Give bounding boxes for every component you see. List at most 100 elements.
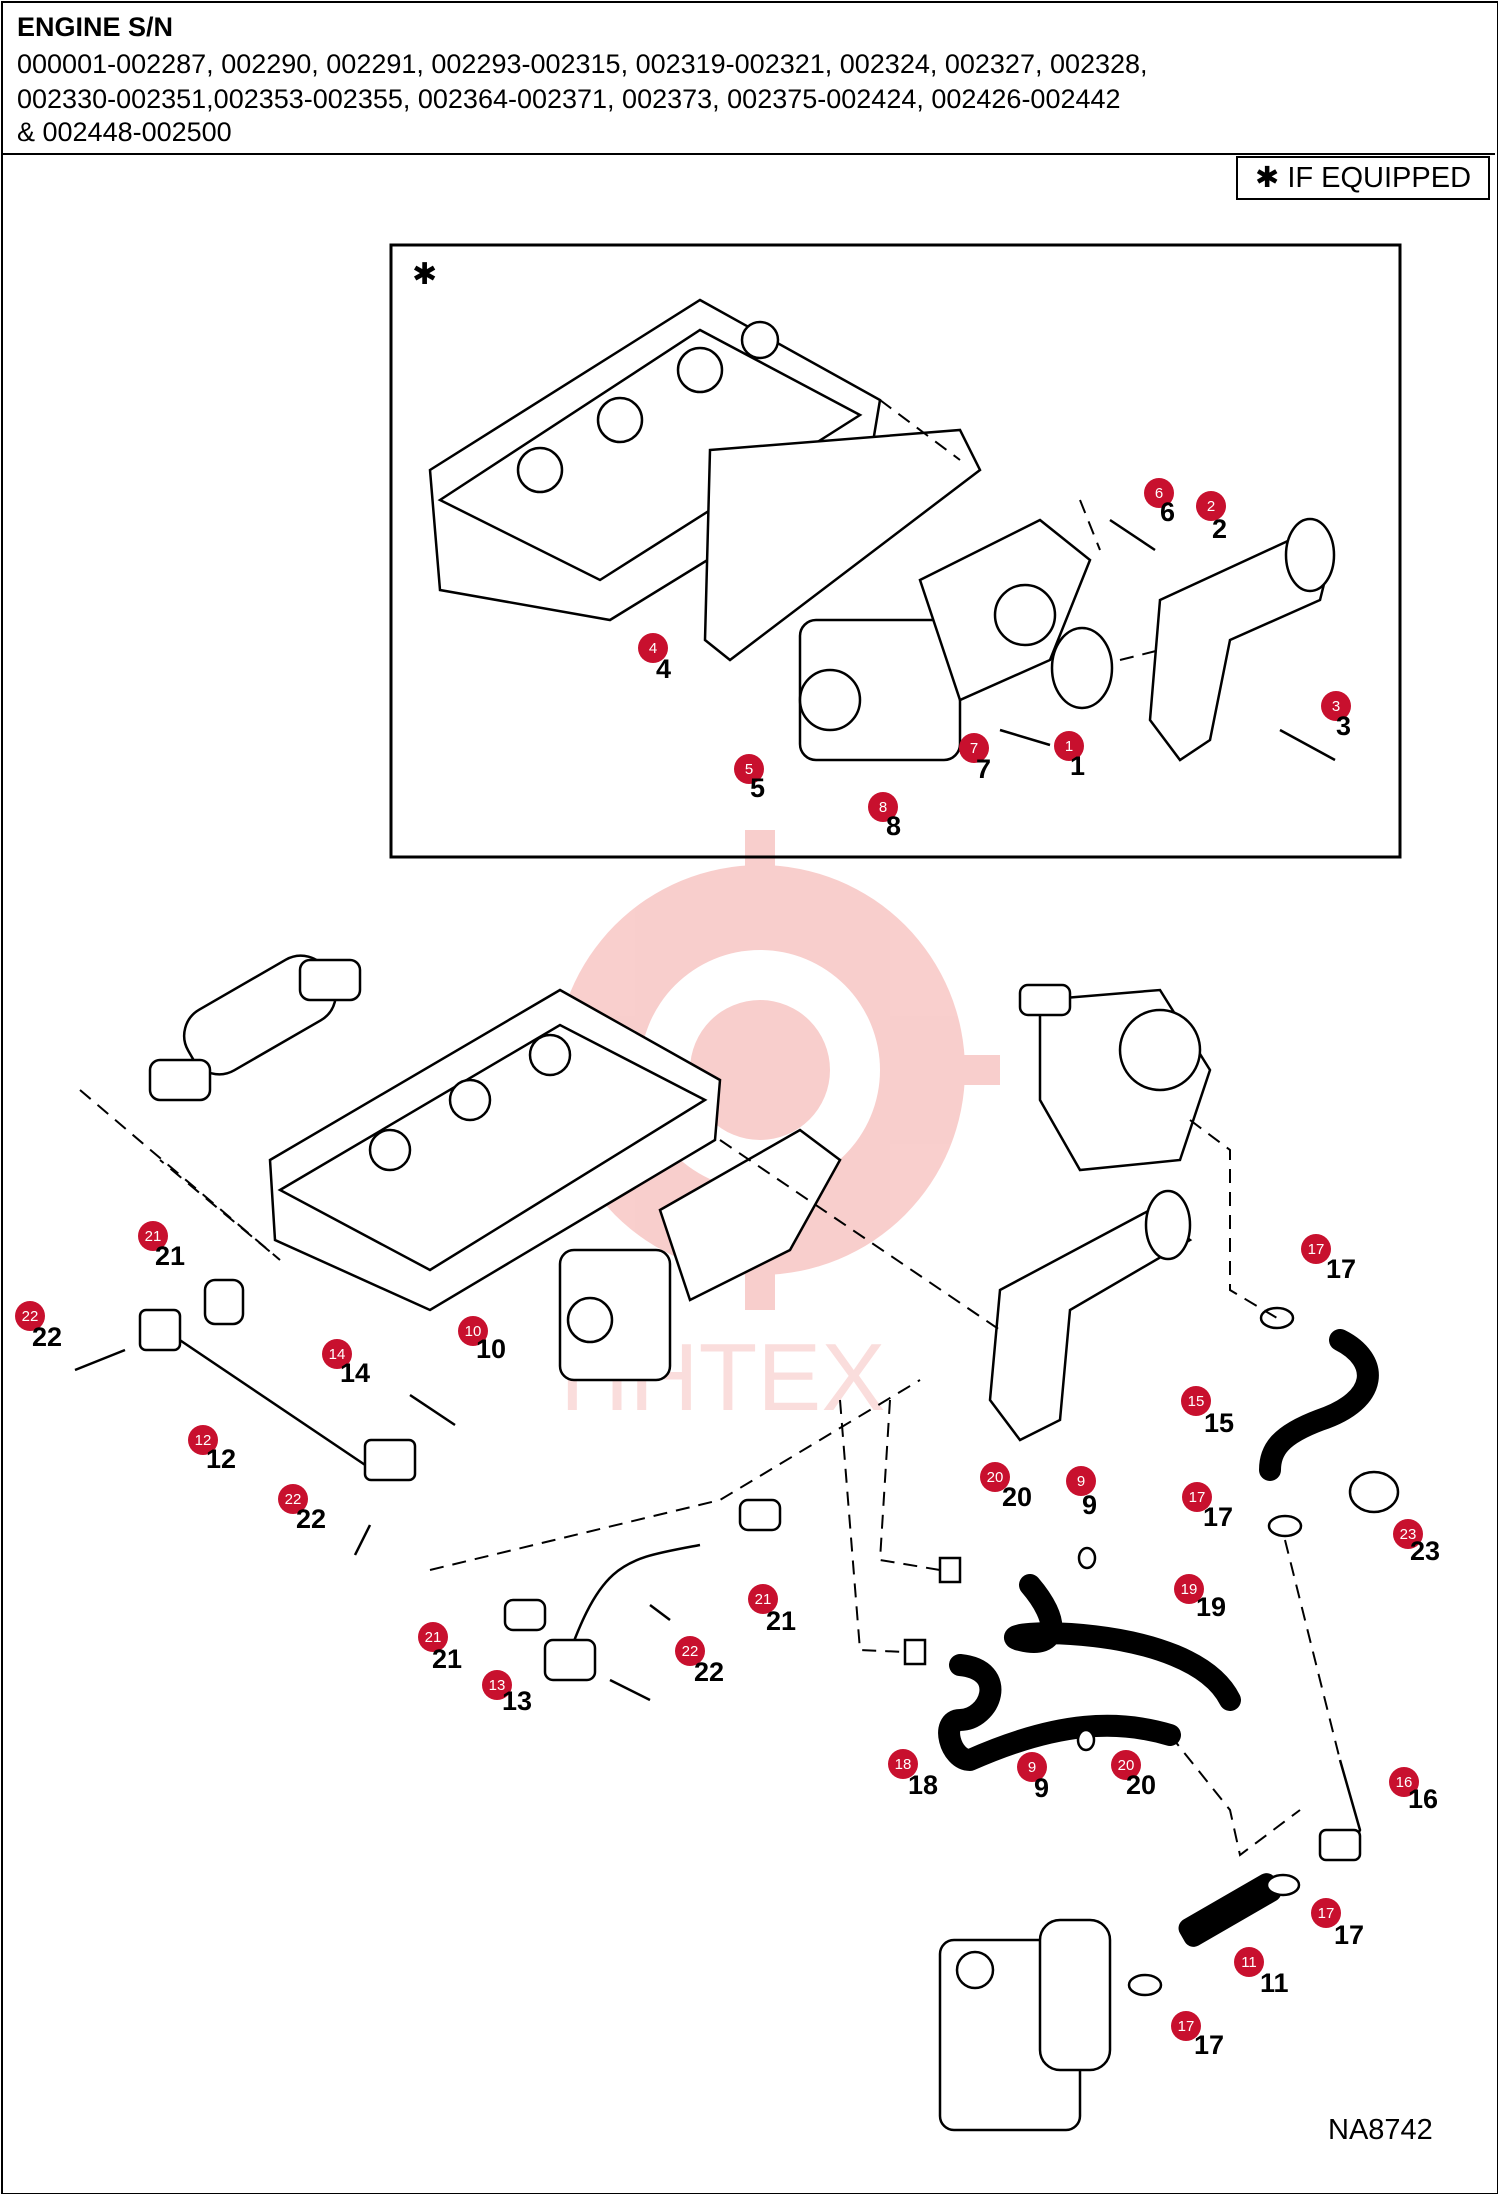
callout-badge-17c-text: 17 bbox=[1318, 1905, 1335, 1922]
callout-badge-2: 2 bbox=[1196, 491, 1226, 521]
callout-badge-4-text: 4 bbox=[649, 640, 657, 657]
callout-label-17a: 17 bbox=[1326, 1254, 1356, 1284]
callout-badge-5-text: 5 bbox=[745, 761, 753, 778]
callout-badge-8: 8 bbox=[868, 792, 898, 822]
inset-asterisk: ✱ bbox=[412, 257, 437, 292]
callout-badge-18-text: 18 bbox=[895, 1756, 912, 1773]
callout-badge-9b-text: 9 bbox=[1028, 1759, 1036, 1776]
callout-label-15: 15 bbox=[1204, 1408, 1234, 1438]
leader-manifold bbox=[719, 1139, 1001, 1331]
callout-label-13: 13 bbox=[502, 1686, 532, 1716]
callout-badge-9a: 9 bbox=[1066, 1466, 1096, 1496]
callout-badge-12-text: 12 bbox=[195, 1432, 212, 1449]
bolt-22c bbox=[609, 1678, 651, 1702]
callout-badge-10: 10 bbox=[458, 1316, 488, 1346]
callout-badge-19: 19 bbox=[1174, 1574, 1204, 1604]
callout-badge-21c-text: 21 bbox=[755, 1591, 772, 1608]
callout-label-14: 14 bbox=[340, 1358, 370, 1388]
oil-cooler-assembly bbox=[938, 1918, 1112, 2132]
callout-badge-23: 23 bbox=[1393, 1519, 1423, 1549]
callout-badge-21c: 21 bbox=[748, 1584, 778, 1614]
callout-badge-22b-text: 22 bbox=[285, 1491, 302, 1508]
callout-badge-22c-text: 22 bbox=[682, 1643, 699, 1660]
callout-badge-15: 15 bbox=[1181, 1386, 1211, 1416]
hose-19 bbox=[1004, 1574, 1241, 1711]
callout-label-7: 7 bbox=[976, 754, 991, 784]
callout-badge-13-text: 13 bbox=[489, 1677, 506, 1694]
callout-label-21a: 21 bbox=[155, 1241, 185, 1271]
water-pump bbox=[1018, 983, 1212, 1172]
callout-badge-1-text: 1 bbox=[1065, 738, 1073, 755]
clamp-17c bbox=[1265, 1873, 1301, 1897]
callout-label-23: 23 bbox=[1410, 1536, 1440, 1566]
leader-connector-loop bbox=[1169, 1734, 1301, 1857]
bolt-22d bbox=[649, 1604, 671, 1621]
inset-bolt-7 bbox=[999, 728, 1051, 747]
callout-label-20a: 20 bbox=[1002, 1482, 1032, 1512]
callout-label-1: 1 bbox=[1070, 751, 1085, 781]
inset-leader-line-head bbox=[879, 399, 961, 461]
callout-label-22c: 22 bbox=[694, 1657, 724, 1687]
inset-bolt-6 bbox=[1109, 518, 1156, 552]
callout-label-21b: 21 bbox=[432, 1644, 462, 1674]
callout-badge-18: 18 bbox=[888, 1749, 918, 1779]
clip-9b bbox=[1076, 1728, 1096, 1752]
clip-20b bbox=[903, 1638, 927, 1666]
serial-range-line-1: 000001-002287, 002290, 002291, 002293-00… bbox=[17, 49, 1148, 79]
callout-label-22a: 22 bbox=[32, 1322, 62, 1352]
callout-label-17c: 17 bbox=[1334, 1920, 1364, 1950]
hose-18 bbox=[938, 1654, 1181, 1771]
inset-bolt-3 bbox=[1279, 728, 1336, 762]
clip-9a bbox=[1077, 1546, 1097, 1570]
callout-badge-14-text: 14 bbox=[329, 1346, 346, 1363]
egr-valve bbox=[558, 1248, 672, 1382]
callout-badge-2-text: 2 bbox=[1207, 498, 1215, 515]
callout-badge-22a-text: 22 bbox=[22, 1308, 39, 1325]
leader-clip-20 bbox=[878, 1399, 941, 1571]
callout-badge-14: 14 bbox=[322, 1339, 352, 1369]
callout-badge-9a-text: 9 bbox=[1077, 1473, 1085, 1490]
callout-badge-22c: 22 bbox=[675, 1636, 705, 1666]
callout-badge-20b: 20 bbox=[1111, 1750, 1141, 1780]
callout-badge-6-text: 6 bbox=[1155, 485, 1163, 502]
inset-leader-line-flange bbox=[1119, 649, 1161, 661]
bolt-22a bbox=[74, 1348, 126, 1372]
callout-badge-21a: 21 bbox=[138, 1221, 168, 1251]
callout-label-17b: 17 bbox=[1203, 1502, 1233, 1532]
callout-label-4: 4 bbox=[656, 654, 671, 684]
dipstick-tube-14 bbox=[409, 1393, 456, 1427]
callout-badge-17a: 17 bbox=[1301, 1234, 1331, 1264]
inset-leader-line-gasket bbox=[1079, 499, 1101, 551]
hose-15 bbox=[1259, 1329, 1379, 1481]
callout-badge-4: 4 bbox=[638, 633, 668, 663]
inset-frame bbox=[389, 243, 1402, 859]
callout-badge-17d: 17 bbox=[1171, 2011, 1201, 2041]
clamp-23 bbox=[1348, 1470, 1400, 1514]
callout-badge-10-text: 10 bbox=[465, 1323, 482, 1340]
callout-label-10: 10 bbox=[476, 1334, 506, 1364]
callout-label-9a: 9 bbox=[1082, 1490, 1097, 1520]
callout-badge-8-text: 8 bbox=[879, 799, 887, 816]
callout-label-6: 6 bbox=[1160, 497, 1175, 527]
callout-badge-7: 7 bbox=[959, 733, 989, 763]
leader-egr-pipe bbox=[429, 1379, 921, 1571]
egr-pipe-13 bbox=[543, 1543, 701, 1682]
header-title: ENGINE S/N bbox=[17, 12, 174, 42]
leader-pump-to-hose bbox=[1189, 1119, 1278, 1319]
inset-gasket bbox=[703, 428, 982, 662]
inset-flange-gasket bbox=[1050, 626, 1114, 710]
callout-badge-16: 16 bbox=[1389, 1767, 1419, 1797]
callout-badge-22a: 22 bbox=[15, 1301, 45, 1331]
callout-badge-20b-text: 20 bbox=[1118, 1757, 1135, 1774]
leader-clip-20b bbox=[839, 1399, 906, 1653]
egr-tube-12 bbox=[138, 1308, 417, 1482]
drawing-reference-code: NA8742 bbox=[1328, 2114, 1433, 2146]
callout-badge-20a-text: 20 bbox=[987, 1469, 1004, 1486]
callout-label-2: 2 bbox=[1212, 514, 1227, 544]
callout-badge-6: 6 bbox=[1144, 478, 1174, 508]
serial-range-line-3: & 002448-002500 bbox=[17, 117, 232, 147]
callout-badge-3-text: 3 bbox=[1332, 698, 1340, 715]
callout-badge-16-text: 16 bbox=[1396, 1774, 1413, 1791]
